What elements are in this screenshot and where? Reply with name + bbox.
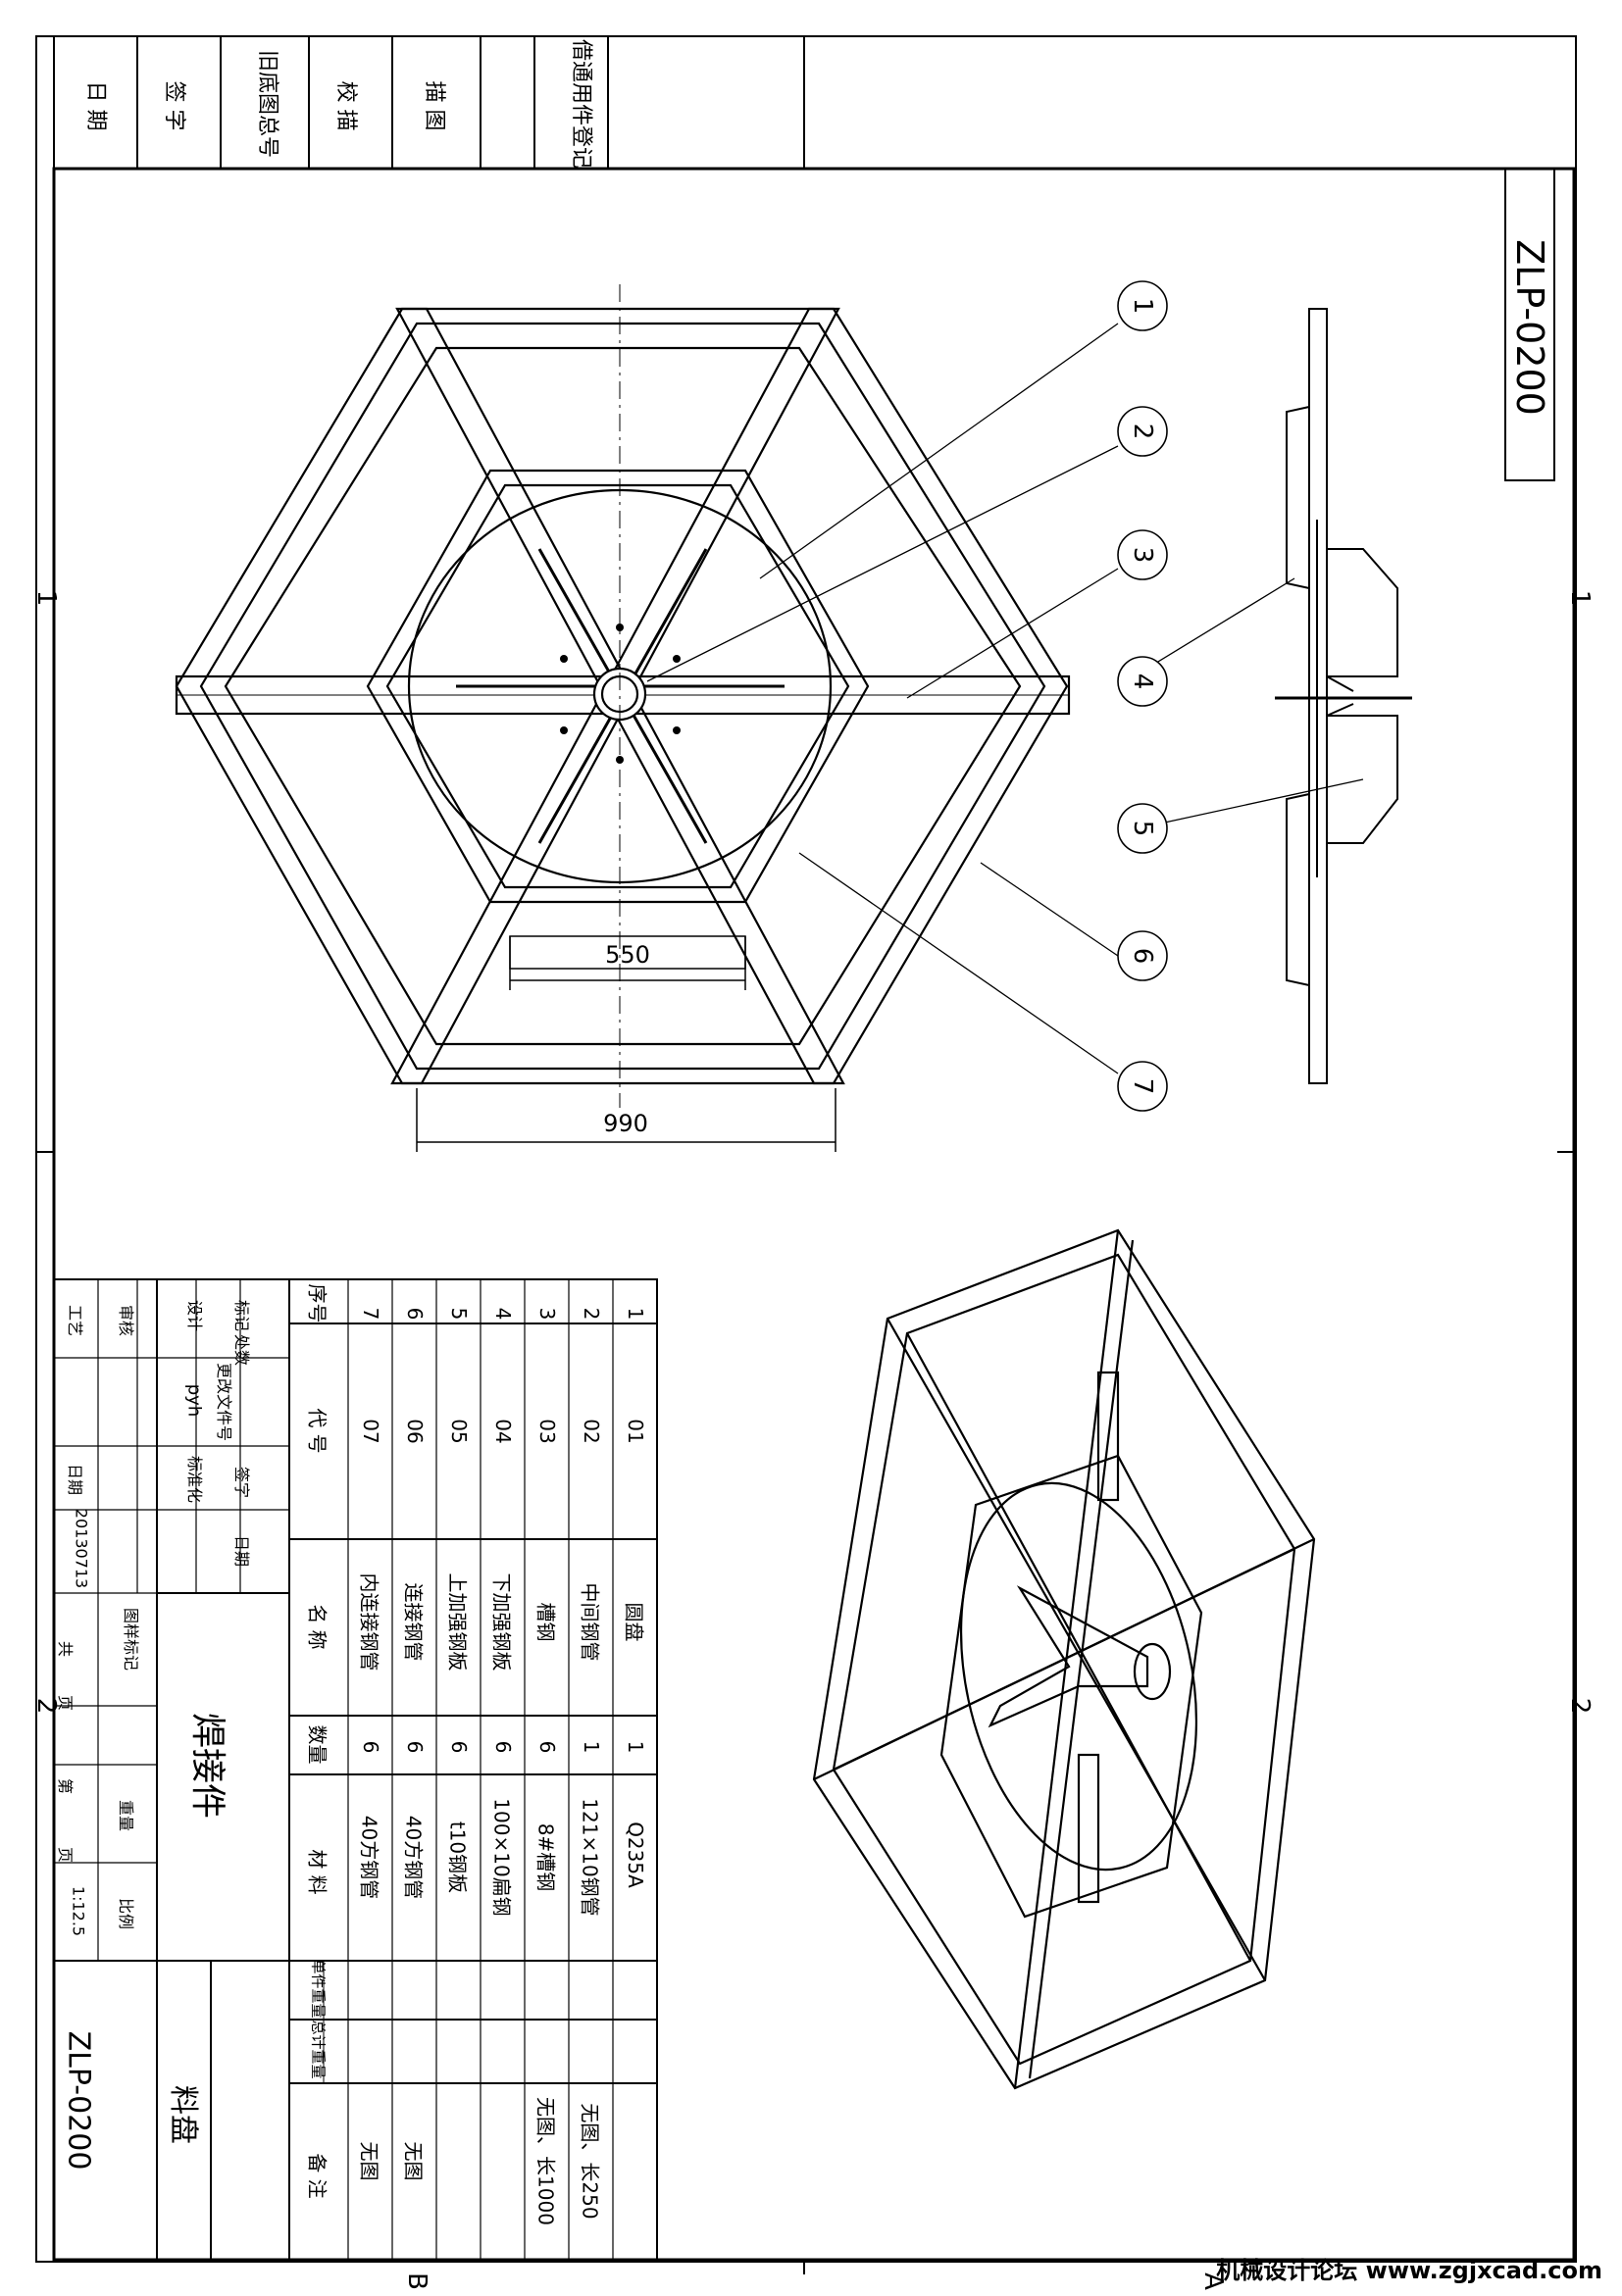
bom-cell-material: 40方钢管 [357, 1815, 381, 1900]
bom-cell-note: 无图、长1000 [533, 2097, 558, 2225]
tb-date-value: 20130713 [72, 1508, 91, 1589]
zone-mark-1-left: 1 [31, 589, 61, 607]
bom-cell-name: 下加强钢板 [489, 1572, 514, 1672]
bom-cell-seq: 2 [580, 1307, 603, 1321]
bom-header-material: 材 料 [305, 1849, 329, 1895]
tb-sign: 签字 [232, 1466, 251, 1498]
zone-mark-b: B [402, 2272, 431, 2290]
tb-page-no: 第 [56, 1777, 75, 1794]
balloon-4: 4 [1128, 673, 1157, 690]
tb-date-label: 日期 [232, 1534, 251, 1567]
zone-mark-1-right: 1 [1565, 589, 1595, 607]
tb-design-user: pyh [183, 1383, 205, 1418]
balloon-6: 6 [1128, 947, 1157, 965]
tb-part-name: 料盘 [166, 2085, 200, 2144]
drawing-number-top: ZLP-0200 [1508, 239, 1551, 416]
bom-cell-qty: 6 [447, 1740, 471, 1754]
side-label-sign: 签 字 [162, 80, 186, 131]
bom-header-note: 备 注 [305, 2153, 329, 2199]
title-block-grid [53, 1278, 658, 2261]
dimension-990-label: 990 [603, 1110, 648, 1137]
bom-header-code: 代 号 [305, 1408, 329, 1454]
balloon-group [1117, 280, 1168, 1112]
side-view [1275, 308, 1412, 1084]
balloon-1: 1 [1128, 297, 1157, 315]
bom-cell-note: 无图 [401, 2141, 426, 2181]
tb-total: 共 [56, 1640, 75, 1657]
bom-cell-material: t10钢板 [445, 1821, 470, 1894]
side-label-check: 校 描 [333, 80, 358, 131]
bom-cell-seq: 6 [403, 1307, 427, 1321]
bom-cell-code: 01 [624, 1419, 647, 1444]
bom-cell-name: 连接钢管 [401, 1582, 426, 1662]
bom-header-name: 名 称 [305, 1604, 329, 1650]
bom-header-total-weight: 总计重量 [309, 2020, 328, 2079]
balloon-7: 7 [1128, 1077, 1157, 1095]
bom-cell-material: 100×10扁钢 [489, 1798, 514, 1917]
dimension-990 [416, 1088, 836, 1152]
tb-standardize: 标准化 [185, 1455, 204, 1503]
side-label-old-no: 旧底图总号 [255, 49, 279, 158]
tb-assembly-type: 焊接件 [187, 1712, 228, 1819]
tb-date-label-2: 日期 [66, 1463, 84, 1495]
bom-cell-note: 无图、长250 [578, 2103, 602, 2220]
tb-page: 页 [56, 1846, 75, 1863]
bom-cell-note: 无图 [357, 2141, 381, 2181]
bom-cell-code: 07 [359, 1419, 382, 1444]
bom-cell-seq: 4 [491, 1307, 515, 1321]
bom-cell-code: 02 [580, 1419, 603, 1444]
tb-stage-mark: 图样标记 [122, 1607, 140, 1671]
tb-design: 设计 [185, 1299, 204, 1331]
tb-sheet: 页 [56, 1694, 75, 1711]
bom-cell-seq: 3 [535, 1307, 559, 1321]
tb-change-doc: 更改文件号 [215, 1362, 233, 1441]
balloon-2: 2 [1128, 423, 1157, 440]
bom-cell-code: 04 [491, 1419, 515, 1444]
bom-cell-seq: 1 [624, 1307, 647, 1321]
bom-cell-code: 06 [403, 1419, 427, 1444]
watermark: 机械设计论坛 www.zgjxcad.com [1216, 2257, 1602, 2284]
tb-process: 工艺 [66, 1304, 84, 1336]
plan-view [175, 284, 1071, 1108]
drawing-frame [52, 167, 1576, 2262]
balloon-5: 5 [1128, 820, 1157, 837]
isometric-view [812, 1228, 1316, 2090]
tb-scale-label: 比例 [117, 1897, 135, 1929]
zone-mark-2-right: 2 [1565, 1697, 1595, 1715]
bom-cell-material: 40方钢管 [401, 1815, 426, 1900]
bom-cell-name: 中间钢管 [578, 1582, 602, 1662]
bom-cell-name: 上加强钢板 [445, 1572, 470, 1672]
dimension-550 [509, 935, 746, 990]
bom-cell-code: 03 [535, 1419, 559, 1444]
dimension-550-label: 550 [605, 941, 650, 969]
tb-drawing-number: ZLP-0200 [61, 2030, 96, 2171]
bom-header-seq: 序号 [305, 1283, 329, 1323]
bom-cell-name: 槽钢 [533, 1602, 558, 1642]
side-label-date: 日 期 [83, 80, 108, 131]
side-label-register: 借通用件登记 [569, 38, 593, 169]
tb-scale-value: 1:12.5 [69, 1885, 88, 1937]
bom-cell-qty: 1 [624, 1740, 647, 1754]
bom-cell-material: 8#槽钢 [533, 1822, 558, 1892]
sheet-border [35, 35, 1577, 2263]
bom-cell-seq: 7 [359, 1307, 382, 1321]
bom-cell-qty: 6 [491, 1740, 515, 1754]
bom-header-qty: 数量 [305, 1724, 329, 1765]
bom-cell-qty: 6 [359, 1740, 382, 1754]
bom-cell-name: 圆盘 [622, 1602, 646, 1642]
bom-cell-name: 内连接钢管 [357, 1572, 381, 1672]
bom-cell-material: 121×10钢管 [578, 1798, 602, 1917]
bom-cell-material: Q235A [624, 1822, 647, 1888]
bom-cell-qty: 1 [580, 1740, 603, 1754]
balloon-3: 3 [1128, 546, 1157, 564]
tb-review: 审核 [117, 1304, 135, 1336]
side-label-trace: 描 图 [422, 80, 446, 131]
bom-cell-code: 05 [447, 1419, 471, 1444]
bom-cell-qty: 6 [535, 1740, 559, 1754]
tb-weight: 重量 [117, 1799, 135, 1831]
bom-cell-qty: 6 [403, 1740, 427, 1754]
bom-cell-seq: 5 [447, 1307, 471, 1321]
